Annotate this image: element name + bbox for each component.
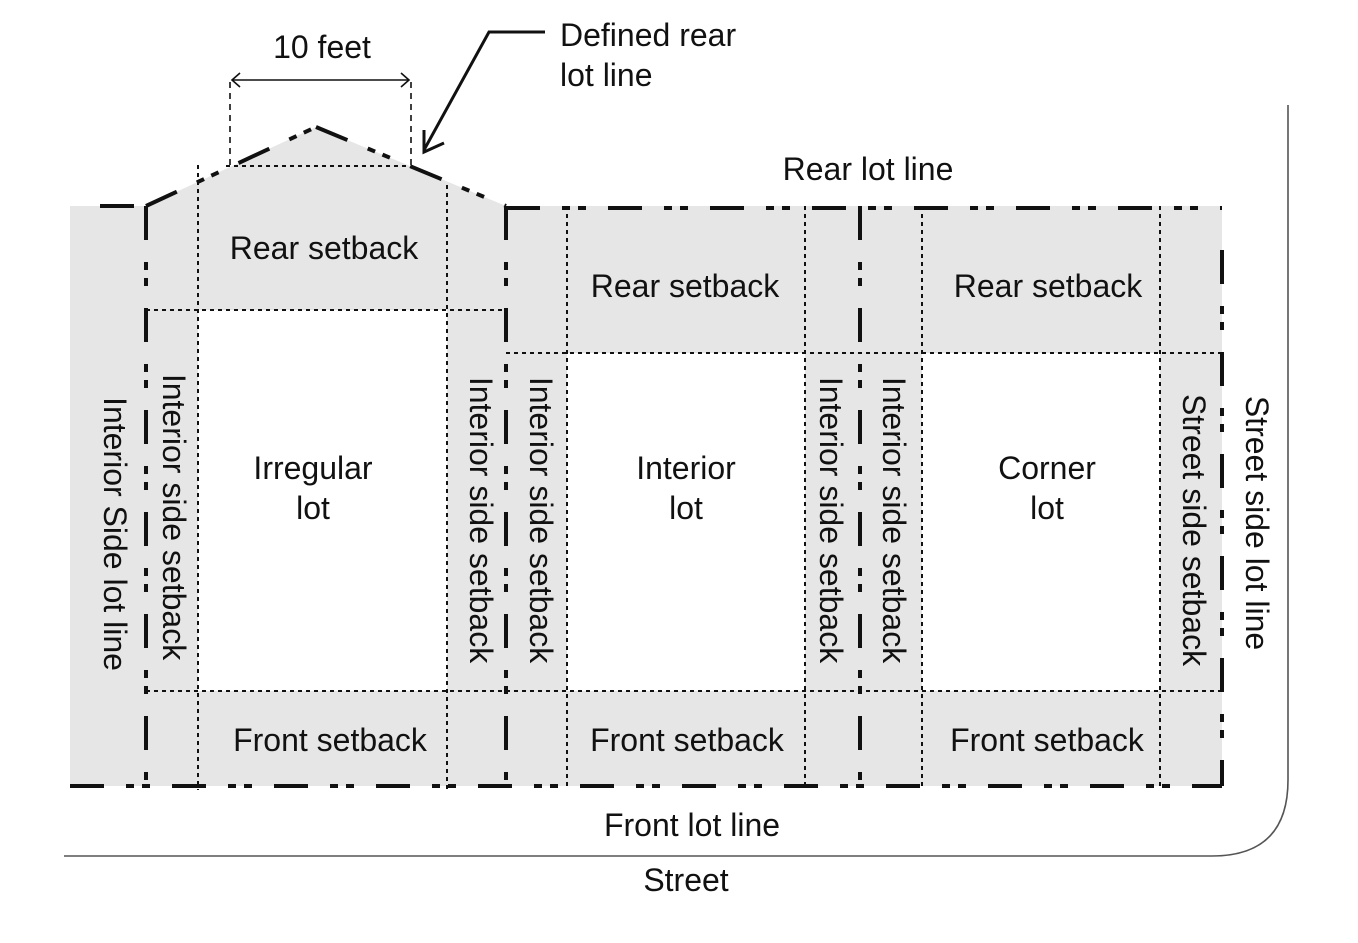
lot-0-name-1: Irregular: [253, 450, 373, 486]
irregular-buildable-area: [198, 310, 447, 691]
corner-buildable-area: [922, 353, 1160, 691]
rear-lot-line-label: Rear lot line: [783, 151, 954, 187]
dimension-10-feet: [229, 72, 412, 166]
defined-rear-callout: [422, 30, 545, 155]
lot-0-right-setback: Interior side setback: [463, 377, 499, 664]
buildable-areas: [198, 310, 1160, 691]
lot-2-right-setback: Street side setback: [1176, 394, 1212, 667]
defined-rear-label-2: lot line: [560, 57, 653, 93]
interior-side-lot-line-label: Interior Side lot line: [97, 397, 133, 671]
lot-1-right-setback: Interior side setback: [813, 377, 849, 664]
interior-buildable-area: [567, 353, 805, 691]
lot-0-rear-setback: Rear setback: [230, 230, 420, 266]
lot-2-left-setback: Interior side setback: [876, 377, 912, 664]
lot-0-left-setback: Interior side setback: [156, 374, 192, 661]
callout-arrowhead-icon: [422, 130, 445, 155]
lot-lines: [70, 125, 1224, 788]
lot-2-name-1: Corner: [998, 450, 1096, 486]
irregular-rear-right-edge: [315, 125, 507, 208]
defined-rear-label-1: Defined rear: [560, 17, 736, 53]
irregular-rear-left-edge: [145, 125, 317, 208]
street-side-lot-line-label: Street side lot line: [1239, 396, 1275, 650]
lot-0-front-setback: Front setback: [233, 722, 428, 758]
front-lot-line-label: Front lot line: [604, 807, 780, 843]
street-curb-line: [64, 105, 1289, 857]
lot-2-rear-setback: Rear setback: [954, 268, 1144, 304]
labels: 10 feet Defined rear lot line Rear lot l…: [97, 17, 1275, 898]
setback-lines: [146, 165, 1222, 790]
lot-2-name-2: lot: [1030, 490, 1064, 526]
street-label: Street: [643, 862, 728, 898]
dimension-label: 10 feet: [273, 29, 371, 65]
lot-2-front-setback: Front setback: [950, 722, 1145, 758]
lot-1-rear-setback: Rear setback: [591, 268, 781, 304]
lot-1-front-setback: Front setback: [590, 722, 785, 758]
arrow-left-icon: [230, 72, 241, 88]
callout-leader-line: [422, 30, 545, 151]
lot-0-name-2: lot: [296, 490, 330, 526]
lot-1-name-1: Interior: [636, 450, 736, 486]
lot-1-left-setback: Interior side setback: [523, 377, 559, 664]
lot-1-name-2: lot: [669, 490, 703, 526]
arrow-right-icon: [400, 72, 411, 88]
